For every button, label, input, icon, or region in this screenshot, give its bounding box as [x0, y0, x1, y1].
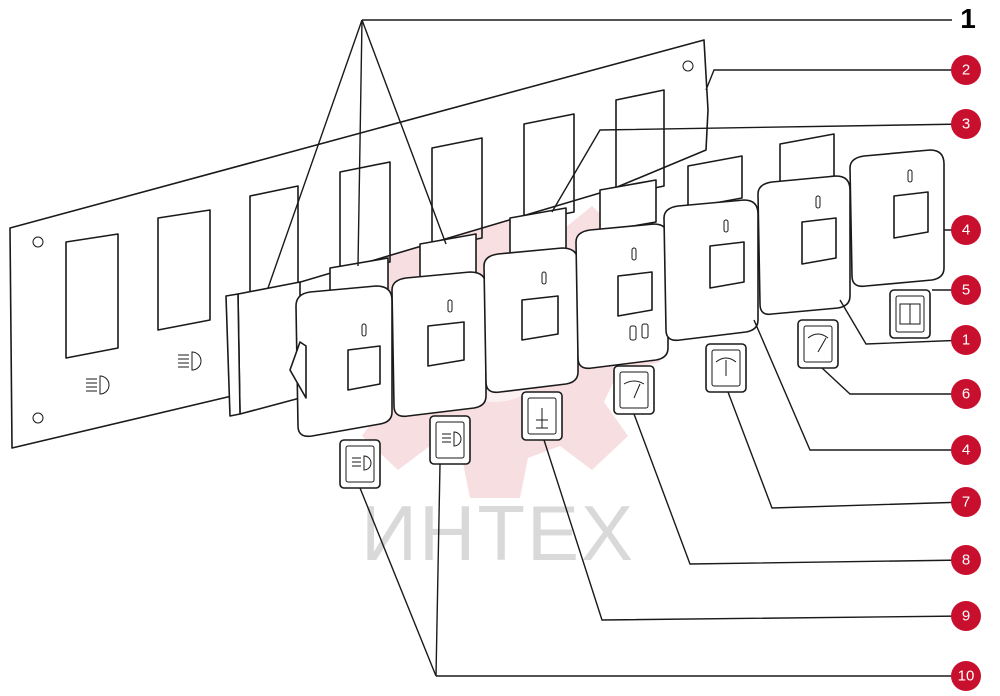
headlight-symbol-icon: [86, 375, 110, 395]
callout-9: 9: [951, 601, 981, 631]
callout-label: 1: [962, 332, 970, 349]
watermark-text: ИНТЕХ: [361, 489, 635, 577]
callout-6: 6: [951, 379, 981, 409]
callout-7: 7: [951, 487, 981, 517]
headlight-symbol-icon: [178, 351, 202, 371]
headlight-symbol-icon: [429, 415, 471, 465]
leader-lines: [267, 19, 967, 677]
rocker-switches: [289, 149, 945, 438]
rocker-switch: [289, 285, 393, 438]
headlight-symbol-icon: [339, 439, 381, 489]
callout-4a: 4: [951, 215, 981, 245]
callout-4b: 4: [951, 435, 981, 465]
callout-label: 4: [962, 222, 970, 239]
fan-symbol-icon: [521, 391, 563, 441]
gauge-symbol-icon: [797, 319, 839, 369]
wiper-symbol-icon: [889, 289, 931, 339]
rocker-switch: [757, 175, 851, 316]
callout-label: 10: [958, 668, 975, 685]
callout-10: 10: [951, 661, 981, 691]
callout-2: 2: [951, 55, 981, 85]
gauge-symbol-icon: [705, 343, 747, 393]
callout-1-top: 1: [960, 3, 976, 34]
callout-label: 8: [962, 552, 970, 569]
rocker-switch: [391, 271, 487, 418]
callout-1-right: 1: [951, 325, 981, 355]
callout-label: 7: [962, 494, 970, 511]
callout-5: 5: [951, 275, 981, 305]
rocker-switch: [663, 199, 759, 342]
callout-8: 8: [951, 545, 981, 575]
gauge-symbol-icon: [613, 365, 655, 415]
callout-label: 1: [960, 3, 976, 34]
symbol-inserts: [339, 289, 931, 489]
callout-3: 3: [951, 109, 981, 139]
rocker-switch: [849, 149, 945, 288]
callout-label: 2: [962, 62, 970, 79]
switch-housings: [225, 133, 835, 417]
callout-label: 3: [962, 116, 970, 133]
rocker-switch: [483, 247, 579, 394]
callout-label: 4: [962, 442, 970, 459]
callout-label: 5: [962, 282, 970, 299]
rocker-switch: [575, 223, 669, 370]
callout-label: 6: [962, 386, 970, 403]
callout-label: 9: [962, 608, 970, 625]
